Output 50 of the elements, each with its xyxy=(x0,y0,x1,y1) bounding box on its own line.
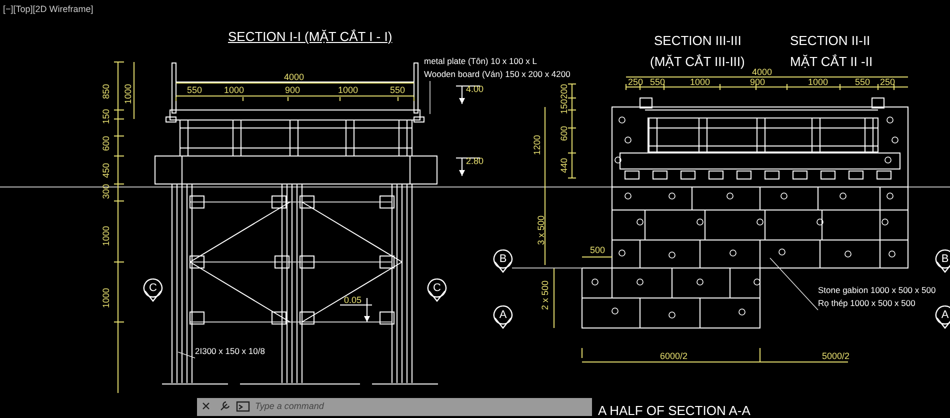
dimension-text: 550 xyxy=(390,86,406,95)
dimension-text: 600 xyxy=(102,136,111,151)
dimension-text: 440 xyxy=(560,158,569,173)
dimension-text: 1000 xyxy=(102,288,111,308)
dimension-text: 3 x 500 xyxy=(537,215,546,245)
section-title: A HALF OF SECTION A-A xyxy=(598,404,750,417)
note-text: 2I300 x 150 x 10/8 xyxy=(195,345,265,358)
note-text: Stone gabion 1000 x 500 x 500 xyxy=(818,284,936,297)
dimension-text: 1200 xyxy=(533,134,542,155)
dimension-text: 200 xyxy=(560,84,569,99)
section-title: SECTION III-III xyxy=(654,34,742,47)
dimension-text: 250 xyxy=(628,78,644,87)
dimension-text: 4.00 xyxy=(466,85,484,94)
note-text: Rọ thép 1000 x 500 x 500 xyxy=(818,296,916,310)
section-subtitle: MẶT CẮT II -II xyxy=(790,55,873,68)
command-input-field: Type a command xyxy=(255,401,324,411)
section-title: SECTION I-I (MẶT CẮT I - I) xyxy=(228,30,392,43)
dimension-text: 1000 xyxy=(808,78,828,87)
dimension-text: 300 xyxy=(102,184,111,199)
dimension-text: 4000 xyxy=(752,68,772,77)
dimension-text: 550 xyxy=(855,78,870,87)
leader-line xyxy=(178,352,196,358)
dimension-text: 900 xyxy=(285,86,300,95)
dimension-text: 4000 xyxy=(284,73,304,82)
leader-line xyxy=(770,258,818,310)
dimension-text: 1000 xyxy=(124,84,133,104)
dimension-text: 2 x 500 xyxy=(541,280,550,310)
dimension-text: 850 xyxy=(102,84,111,99)
dimension-text: 1000 xyxy=(102,226,111,246)
dimension-text: 5000/2 xyxy=(822,352,850,361)
dimension-text: 500 xyxy=(590,246,606,255)
dimension-text: 150 xyxy=(560,98,569,114)
dimension-text: 600 xyxy=(560,126,569,141)
dimension-text: 6000/2 xyxy=(660,352,688,361)
note-text: Wooden board (Ván) 150 x 200 x 4200 xyxy=(424,68,570,80)
dimension-text: 2.80 xyxy=(466,157,484,166)
viewport-label: [−][Top][2D Wireframe] xyxy=(3,5,94,14)
section-title: SECTION II-II xyxy=(790,34,870,47)
dimension-text: 900 xyxy=(750,78,766,87)
dimension-text: 1000 xyxy=(690,78,710,87)
dimension-text: 1000 xyxy=(338,86,358,95)
dimension-text: 250 xyxy=(880,78,896,87)
dimension-text: 0.05 xyxy=(344,296,362,305)
dimension-text: 150 xyxy=(102,108,111,124)
dimension-text: 1000 xyxy=(224,86,244,95)
dimension-text: 550 xyxy=(187,86,202,95)
dimension-text: 450 xyxy=(102,162,111,178)
dimension-text: 550 xyxy=(650,78,666,87)
section-subtitle: (MẶT CẮT III-III) xyxy=(650,55,745,68)
note-text: metal plate (Tôn) 10 x 100 x L xyxy=(424,55,538,68)
